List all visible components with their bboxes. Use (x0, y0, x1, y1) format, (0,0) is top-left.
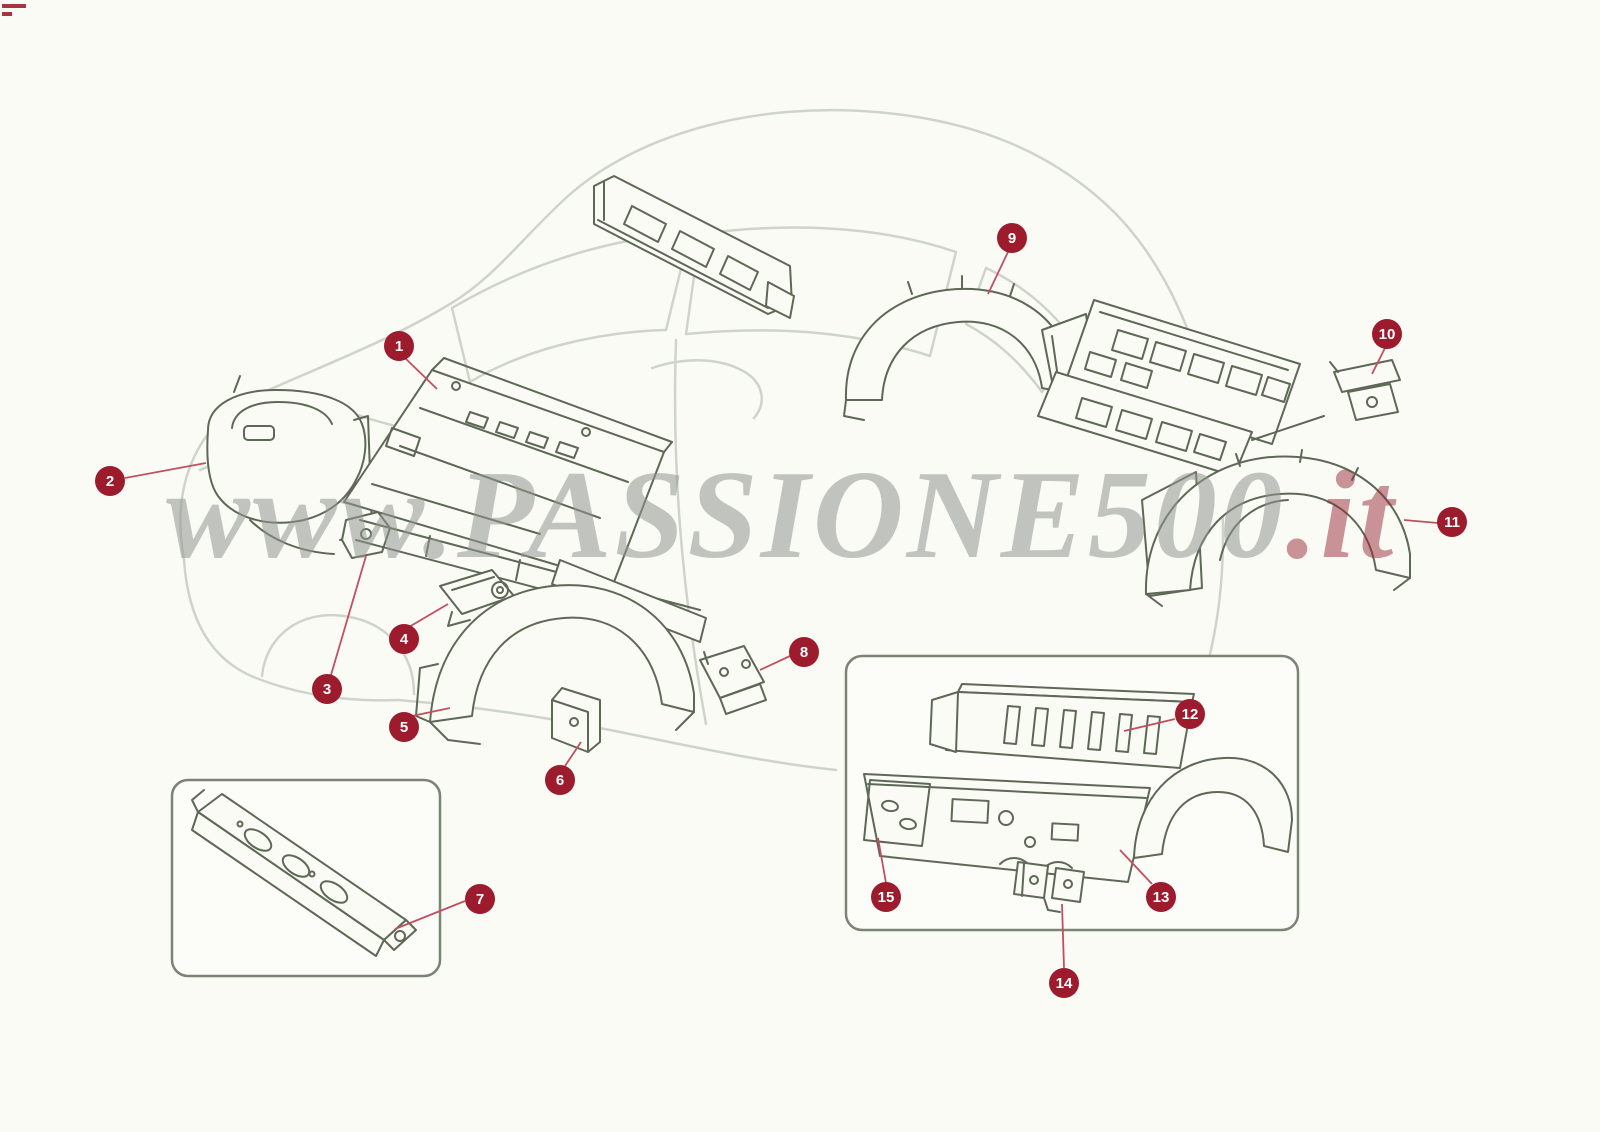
callout-badge-14: 14 (1049, 968, 1079, 998)
callout-badge-12: 12 (1175, 699, 1205, 729)
callout-badge-3: 3 (312, 674, 342, 704)
callout-badge-8: 8 (789, 637, 819, 667)
callout-badge-2: 2 (95, 466, 125, 496)
part-sketch-panel-8 (699, 645, 767, 715)
leader-lines (124, 251, 1439, 969)
part-sketch-bracket-6 (551, 687, 601, 753)
callout-badge-10: 10 (1372, 319, 1402, 349)
callout-badge-5: 5 (389, 712, 419, 742)
part-sketch-bracket-3 (341, 511, 391, 559)
part-sketch-rear-wheelhouse-right (1141, 449, 1411, 607)
callout-badge-1: 1 (384, 331, 414, 361)
part-sketch-roof-header (593, 175, 795, 319)
callout-badge-13: 13 (1146, 882, 1176, 912)
callout-badge-4: 4 (389, 624, 419, 654)
callout-badge-6: 6 (545, 765, 575, 795)
callout-badge-7: 7 (465, 884, 495, 914)
part-sketch-rear-panel-assembly (863, 683, 1293, 913)
part-sketch-parcel-shelf (1037, 299, 1325, 477)
callout-badge-15: 15 (871, 882, 901, 912)
part-sketch-bracket-10 (1329, 359, 1401, 421)
part-sketch-front-apron (191, 789, 417, 957)
part-sketch-front-wheelhouse (415, 584, 695, 745)
callout-badge-9: 9 (997, 223, 1027, 253)
part-sketch-front-panel (206, 375, 373, 555)
scan-artifact-mark (2, 4, 26, 16)
callout-badge-11: 11 (1437, 507, 1467, 537)
